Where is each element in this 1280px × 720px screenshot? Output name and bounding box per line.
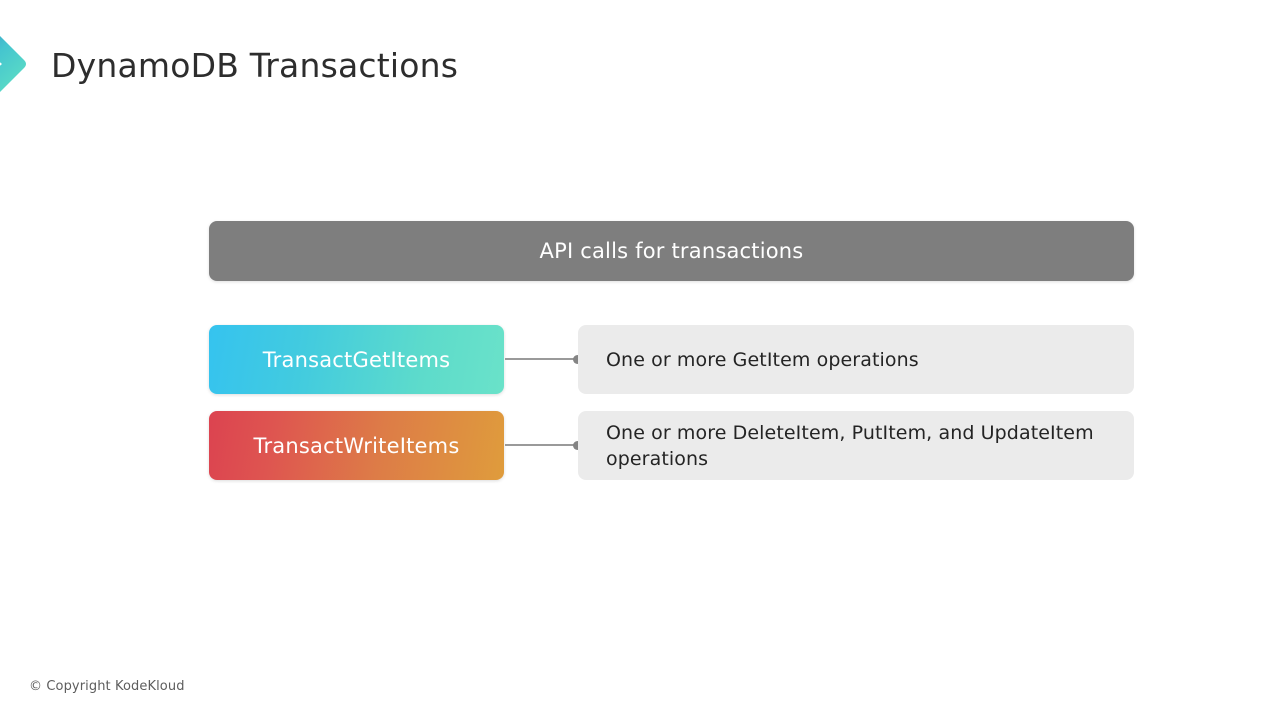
api-box-transact-write-items[interactable]: TransactWriteItems [209,411,504,480]
diagram-header-bar: API calls for transactions [209,221,1134,281]
connector-line-row-1 [505,358,575,360]
chevron-right-icon [0,36,26,92]
description-panel-row-2: One or more DeleteItem, PutItem, and Upd… [578,411,1134,480]
connector-dot-row-1 [573,355,582,364]
description-text: One or more GetItem operations [606,348,919,371]
copyright-notice: © Copyright KodeKloud [29,679,185,694]
description-text: One or more DeleteItem, PutItem, and Upd… [606,421,1094,470]
connector-dot-row-2 [573,441,582,450]
page-title: DynamoDB Transactions [51,46,459,85]
api-box-transact-get-items[interactable]: TransactGetItems [209,325,504,394]
api-box-label: TransactWriteItems [253,433,460,458]
connector-line-row-2 [505,444,575,446]
api-box-label: TransactGetItems [262,347,451,372]
description-panel-row-1: One or more GetItem operations [578,325,1134,394]
diagram-header-label: API calls for transactions [539,239,804,263]
